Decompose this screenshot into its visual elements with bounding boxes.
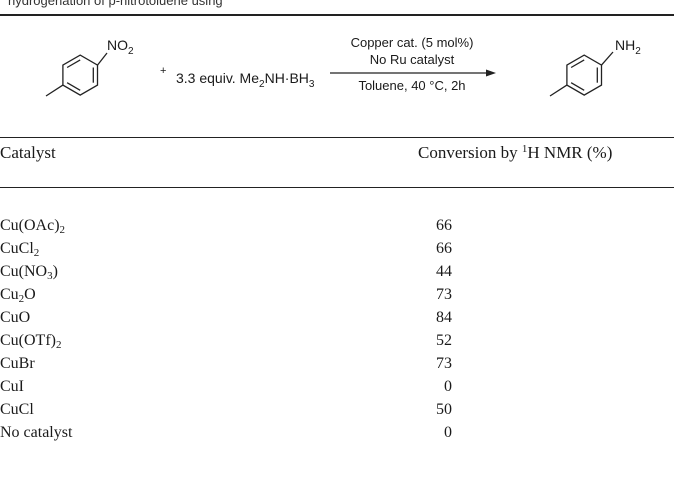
table-row: CuO 84 bbox=[0, 308, 674, 331]
header-conversion: Conversion by 1H NMR (%) bbox=[418, 143, 613, 162]
caption-fragment: hydrogenation of p-nitrotoluene using bbox=[8, 0, 223, 8]
reaction-scheme: NO2 + 3.3 equiv. Me2NH·BH3 Copper cat. (… bbox=[45, 35, 641, 97]
nitro-subscript: 2 bbox=[128, 46, 134, 57]
table-row: No catalyst 0 bbox=[0, 423, 674, 446]
reagent-part-2: NH·BH bbox=[265, 70, 309, 86]
table-row: CuBr 73 bbox=[0, 354, 674, 377]
reagent-text: 3.3 equiv. Me2NH·BH3 bbox=[176, 70, 315, 90]
reagent-sub-2: 3 bbox=[309, 79, 315, 90]
reagent-part-1: 3.3 equiv. Me bbox=[176, 70, 259, 86]
conversion-cell: 50 bbox=[436, 401, 452, 418]
header-catalyst: Catalyst bbox=[0, 143, 56, 162]
catalyst-cell: Cu(OAc)2 bbox=[0, 217, 66, 236]
conversion-cell: 66 bbox=[436, 217, 452, 234]
condition-below: Toluene, 40 °C, 2h bbox=[358, 78, 465, 93]
header-rule bbox=[0, 187, 674, 189]
conversion-cell: 73 bbox=[436, 286, 452, 303]
reagent-sub-1: 2 bbox=[259, 79, 265, 90]
amino-n: NH bbox=[615, 37, 635, 53]
amino-subscript: 2 bbox=[635, 46, 641, 57]
conversion-cell: 44 bbox=[436, 263, 452, 280]
top-rule bbox=[0, 14, 674, 16]
table-row: Cu(OTf)2 52 bbox=[0, 331, 674, 354]
plus-sign: + bbox=[160, 65, 166, 77]
table-row: Cu2O 73 bbox=[0, 285, 674, 308]
catalyst-cell: CuCl2 bbox=[0, 240, 40, 259]
conversion-cell: 52 bbox=[436, 332, 452, 349]
table-row: Cu(NO3) 44 bbox=[0, 262, 674, 285]
reactant-substituent: NO2 bbox=[107, 37, 134, 57]
catalyst-cell: CuCl bbox=[0, 401, 34, 418]
catalyst-cell: CuBr bbox=[0, 355, 35, 372]
table-row: CuI 0 bbox=[0, 377, 674, 400]
reactant-structure bbox=[45, 52, 108, 97]
condition-above-2: No Ru catalyst bbox=[370, 52, 455, 67]
table-row: CuCl 50 bbox=[0, 400, 674, 423]
catalyst-cell: Cu(OTf)2 bbox=[0, 332, 62, 351]
catalyst-cell: No catalyst bbox=[0, 424, 73, 441]
product-structure bbox=[549, 51, 614, 97]
conversion-cell: 73 bbox=[436, 355, 452, 372]
reaction-arrow bbox=[330, 69, 496, 77]
conversion-cell: 84 bbox=[436, 309, 452, 326]
product-substituent: NH2 bbox=[615, 37, 641, 57]
catalyst-cell: CuI bbox=[0, 378, 24, 395]
catalyst-cell: CuO bbox=[0, 309, 31, 326]
conversion-cell: 66 bbox=[436, 240, 452, 257]
catalyst-cell: Cu2O bbox=[0, 286, 36, 305]
nitro-n: NO bbox=[107, 37, 128, 53]
condition-above-1: Copper cat. (5 mol%) bbox=[351, 35, 474, 50]
conversion-cell: 0 bbox=[444, 378, 452, 395]
table-row: Cu(OAc)2 66 bbox=[0, 216, 674, 239]
catalyst-cell: Cu(NO3) bbox=[0, 263, 58, 282]
table-row: CuCl2 66 bbox=[0, 239, 674, 262]
conversion-cell: 0 bbox=[444, 424, 452, 441]
scheme-bottom-rule bbox=[0, 137, 674, 139]
